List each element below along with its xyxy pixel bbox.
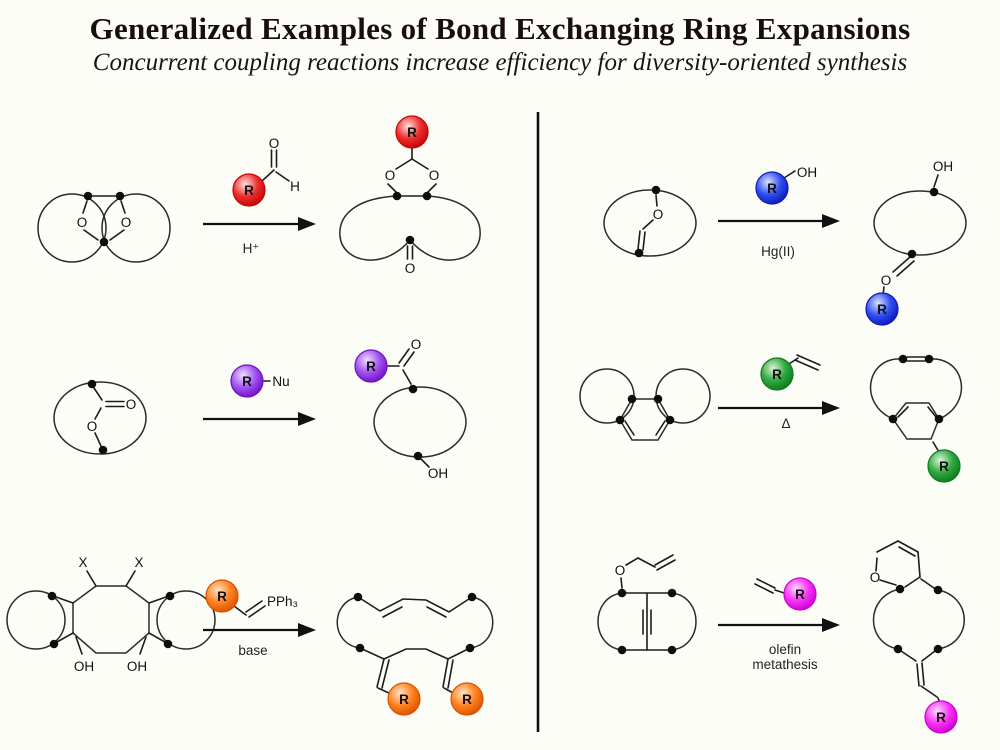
r-label: R [936,710,946,725]
arrowhead-icon [298,412,316,426]
product-molecule: R R [336,592,494,716]
r-label: R [877,302,887,317]
reaction-arrow: base [203,623,316,658]
r-ball: R [924,700,958,734]
r-ball: R [783,577,817,611]
reagent-aldehyde: O H R [232,136,300,207]
r-label: R [399,692,409,707]
reagent-alcohol: OH R [755,165,817,205]
atom-label-x: X [134,555,143,570]
r-label: R [407,125,417,140]
product-molecule: O OH R [354,337,467,481]
start-molecule [579,368,711,441]
atom-label-o: O [881,273,892,288]
atom-label-oh: OH [933,159,953,174]
reagent-vinyl: R [760,354,821,391]
atom-label-o: O [269,136,280,151]
r-ball: R [395,115,429,149]
atom-label-o: O [653,207,664,222]
arrowhead-icon [822,401,840,415]
atom-label-o: O [77,215,88,230]
reaction-arrow [203,412,316,426]
product-molecule: OH O R [865,159,967,326]
page-subtitle: Concurrent coupling reactions increase e… [92,49,908,77]
atom-label-pph3: PPh₃ [267,594,298,609]
reaction-3-wittig-expansion: X X OH OH PPh₃ R base [6,555,494,716]
arrowhead-icon [298,217,316,231]
r-ball: R [205,579,239,613]
arrowhead-icon [822,214,840,228]
r-label: R [217,589,227,604]
reaction-5-cycloaddition: R Δ [579,354,963,483]
arrowhead-icon [822,618,840,632]
r-ball: R [927,449,961,483]
header: Generalized Examples of Bond Exchanging … [0,11,1000,77]
condition-label: Δ [781,416,790,431]
reaction-2-lactone-opening: O O Nu R [53,337,467,481]
atom-label-oh: OH [74,659,94,674]
atom-label-o: O [385,168,396,183]
start-molecule: O [603,185,697,258]
atom-label-o: O [87,419,98,434]
r-ball: R [760,357,794,391]
atom-label-o: O [405,261,416,276]
reaction-arrow: Hg(II) [718,214,840,259]
r-ball: R [354,349,388,383]
start-molecule: O O [37,191,171,263]
r-label: R [462,692,472,707]
r-ball: R [755,171,789,205]
r-label: R [244,183,254,198]
reaction-arrow: olefin metathesis [718,618,840,672]
r-ball: R [865,292,899,326]
start-molecule: O O [53,379,147,455]
r-ball: R [450,682,484,716]
product-molecule: O R [870,540,965,734]
condition-label: Hg(II) [761,244,795,259]
atom-label-oh: OH [797,165,817,180]
condition-label: base [238,643,267,658]
condition-label-line1: olefin [769,642,801,657]
reaction-6-olefin-metathesis: O R olefin metathesis [597,540,965,734]
atom-label-oh: OH [127,659,147,674]
arrowhead-icon [298,623,316,637]
condition-label: H⁺ [243,241,260,256]
reaction-arrow: H⁺ [203,217,316,256]
product-molecule: R [869,354,963,483]
reaction-arrow: Δ [718,401,840,431]
reagent-vinyl: R [754,577,817,611]
atom-label-nu: Nu [272,374,289,389]
r-label: R [795,587,805,602]
start-molecule: O [597,554,697,655]
r-label: R [767,181,777,196]
page-title: Generalized Examples of Bond Exchanging … [89,11,911,46]
reaction-1-acetal-exchange: O O O H R H⁺ [37,115,481,276]
r-label: R [242,374,252,389]
atom-label-o: O [429,168,440,183]
r-label: R [366,359,376,374]
r-ball: R [230,364,264,398]
atom-label-x: X [78,555,87,570]
r-label: R [939,459,949,474]
atom-label-o: O [126,397,137,412]
product-molecule: O O O R [339,115,481,276]
condition-label-line2: metathesis [752,657,818,672]
atom-label-o: O [411,337,422,352]
r-ball: R [387,682,421,716]
atom-label-oh: OH [428,466,448,481]
atom-label-o: O [615,563,626,578]
reagent-ylide: PPh₃ R [205,579,298,618]
r-label: R [772,367,782,382]
atom-label-o: O [870,570,881,585]
r-ball: R [232,173,266,207]
reaction-4-vinyl-ether-exchange: O OH R Hg(II) [603,159,967,326]
start-molecule: X X OH OH [6,555,216,674]
atom-label-o: O [121,215,132,230]
reagent-nucleophile: Nu R [230,364,290,398]
atom-label-h: H [290,179,300,194]
